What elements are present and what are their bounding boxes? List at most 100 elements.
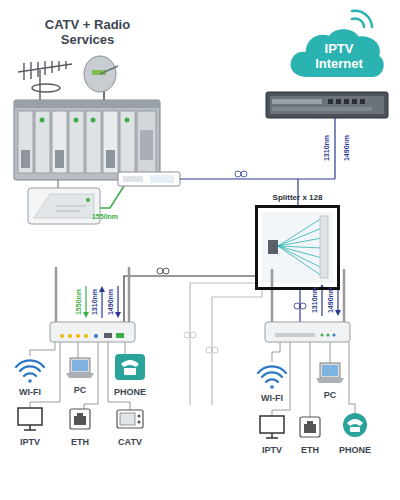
headend-rack xyxy=(55,150,64,168)
ont-router-right xyxy=(265,322,350,342)
ethernet-icon xyxy=(74,413,86,425)
headend-rack xyxy=(40,118,45,123)
laptop-icon xyxy=(316,363,344,383)
yagi-antenna xyxy=(32,84,60,92)
node-heading: Splitter x 128 xyxy=(254,194,341,202)
cloud-signal xyxy=(352,11,372,27)
headend-rack xyxy=(35,111,50,173)
tv-monitor-icon xyxy=(266,437,278,439)
drop-fibers xyxy=(157,268,163,274)
yagi-antenna xyxy=(30,62,31,79)
wifi-icon xyxy=(266,379,278,382)
olt-device xyxy=(266,92,388,118)
drop-fibers xyxy=(163,268,169,274)
drop-fibers xyxy=(184,332,190,338)
headend-rack xyxy=(86,111,101,173)
headend-rack xyxy=(14,100,160,180)
headend-rack xyxy=(69,111,84,173)
wavelength-label: 1550nm xyxy=(92,213,118,220)
laptop-icon xyxy=(316,378,344,383)
home-wiring xyxy=(330,342,331,363)
device-label: ETH xyxy=(71,438,89,447)
device-label: PHONE xyxy=(339,446,371,455)
ethernet-icon xyxy=(70,409,90,429)
phone-icon xyxy=(343,413,367,437)
optical-transmitter xyxy=(86,198,90,202)
wavelength-label: 1490nm xyxy=(343,135,350,161)
ont-router-left xyxy=(104,333,112,338)
signal-arrows-left xyxy=(101,291,102,318)
device-label: IPTV xyxy=(20,438,40,447)
wavelength-label: 1490nm xyxy=(107,289,114,315)
node-heading: IPTV Internet xyxy=(306,42,372,71)
headend-rack xyxy=(106,150,115,168)
olt-device xyxy=(266,92,388,118)
laptop-icon xyxy=(70,358,90,373)
phone-icon xyxy=(115,354,145,380)
optical-transmitter xyxy=(56,206,86,207)
headend-rack xyxy=(120,111,135,173)
drop-fibers xyxy=(212,290,262,405)
drop-fibers xyxy=(190,283,255,405)
ethernet-icon xyxy=(300,417,320,437)
splitter-interior xyxy=(320,216,328,278)
headend-rack xyxy=(91,118,96,123)
home-wiring xyxy=(310,342,311,417)
headend-rack xyxy=(103,111,118,173)
signal-arrows-left xyxy=(83,286,121,318)
feeder-fiber xyxy=(235,171,241,177)
catv-icon xyxy=(117,410,143,428)
phone-icon xyxy=(124,368,136,375)
catv-icon xyxy=(138,415,141,418)
ont-router-right xyxy=(321,334,324,337)
splitter-box: Splitter x 128 xyxy=(255,205,340,290)
device-label: PHONE xyxy=(114,388,146,397)
drop-fibers xyxy=(206,347,212,353)
olt-device xyxy=(344,99,349,104)
olt-device xyxy=(336,99,341,104)
home-wiring xyxy=(30,342,355,417)
headend-rack xyxy=(137,111,156,173)
laptop-icon xyxy=(72,360,88,371)
device-label: PC xyxy=(74,386,87,395)
wdm-coupler xyxy=(150,175,174,183)
drop-fibers xyxy=(212,347,218,353)
wavelength-label: 1550nm xyxy=(75,289,82,315)
tv-monitor-icon xyxy=(260,416,284,433)
yagi-antenna xyxy=(23,63,24,80)
wavelength-label: 1490nm xyxy=(327,287,334,313)
device-label: CATV xyxy=(118,438,142,447)
signal-arrows-left xyxy=(117,286,118,313)
phone-icon xyxy=(115,354,145,380)
drop-fibers xyxy=(300,303,306,309)
splitter-interior xyxy=(278,228,322,246)
splitter-interior xyxy=(278,246,322,268)
home-wiring xyxy=(30,342,55,356)
yagi-antenna xyxy=(58,61,59,71)
phone-icon xyxy=(350,427,360,432)
feeder-fiber xyxy=(180,178,335,179)
signal-arrows-left xyxy=(83,312,89,318)
wifi-icon xyxy=(258,366,286,388)
device-label: PC xyxy=(324,391,337,400)
ont-router-left xyxy=(84,334,88,338)
headend-rack xyxy=(140,130,153,160)
home-wiring xyxy=(349,342,355,413)
optical-transmitter xyxy=(28,188,100,224)
ont-router-left xyxy=(60,334,64,338)
wavelength-label: 1310nm xyxy=(311,287,318,313)
splitter-interior xyxy=(278,246,322,258)
ethernet-icon xyxy=(304,421,316,433)
optical-transmitter xyxy=(34,194,94,218)
headend-rack xyxy=(21,150,30,168)
ont-router-left xyxy=(128,268,131,322)
headend-rack xyxy=(125,118,130,123)
olt-device xyxy=(360,99,365,104)
feeder-fiber xyxy=(241,171,247,177)
drop-fibers xyxy=(294,303,300,309)
splitter-interior xyxy=(257,207,338,288)
wdm-coupler xyxy=(118,172,180,186)
signal-arrows-right xyxy=(321,289,322,316)
signal-arrows-left xyxy=(99,286,105,292)
wifi-icon xyxy=(262,372,282,377)
